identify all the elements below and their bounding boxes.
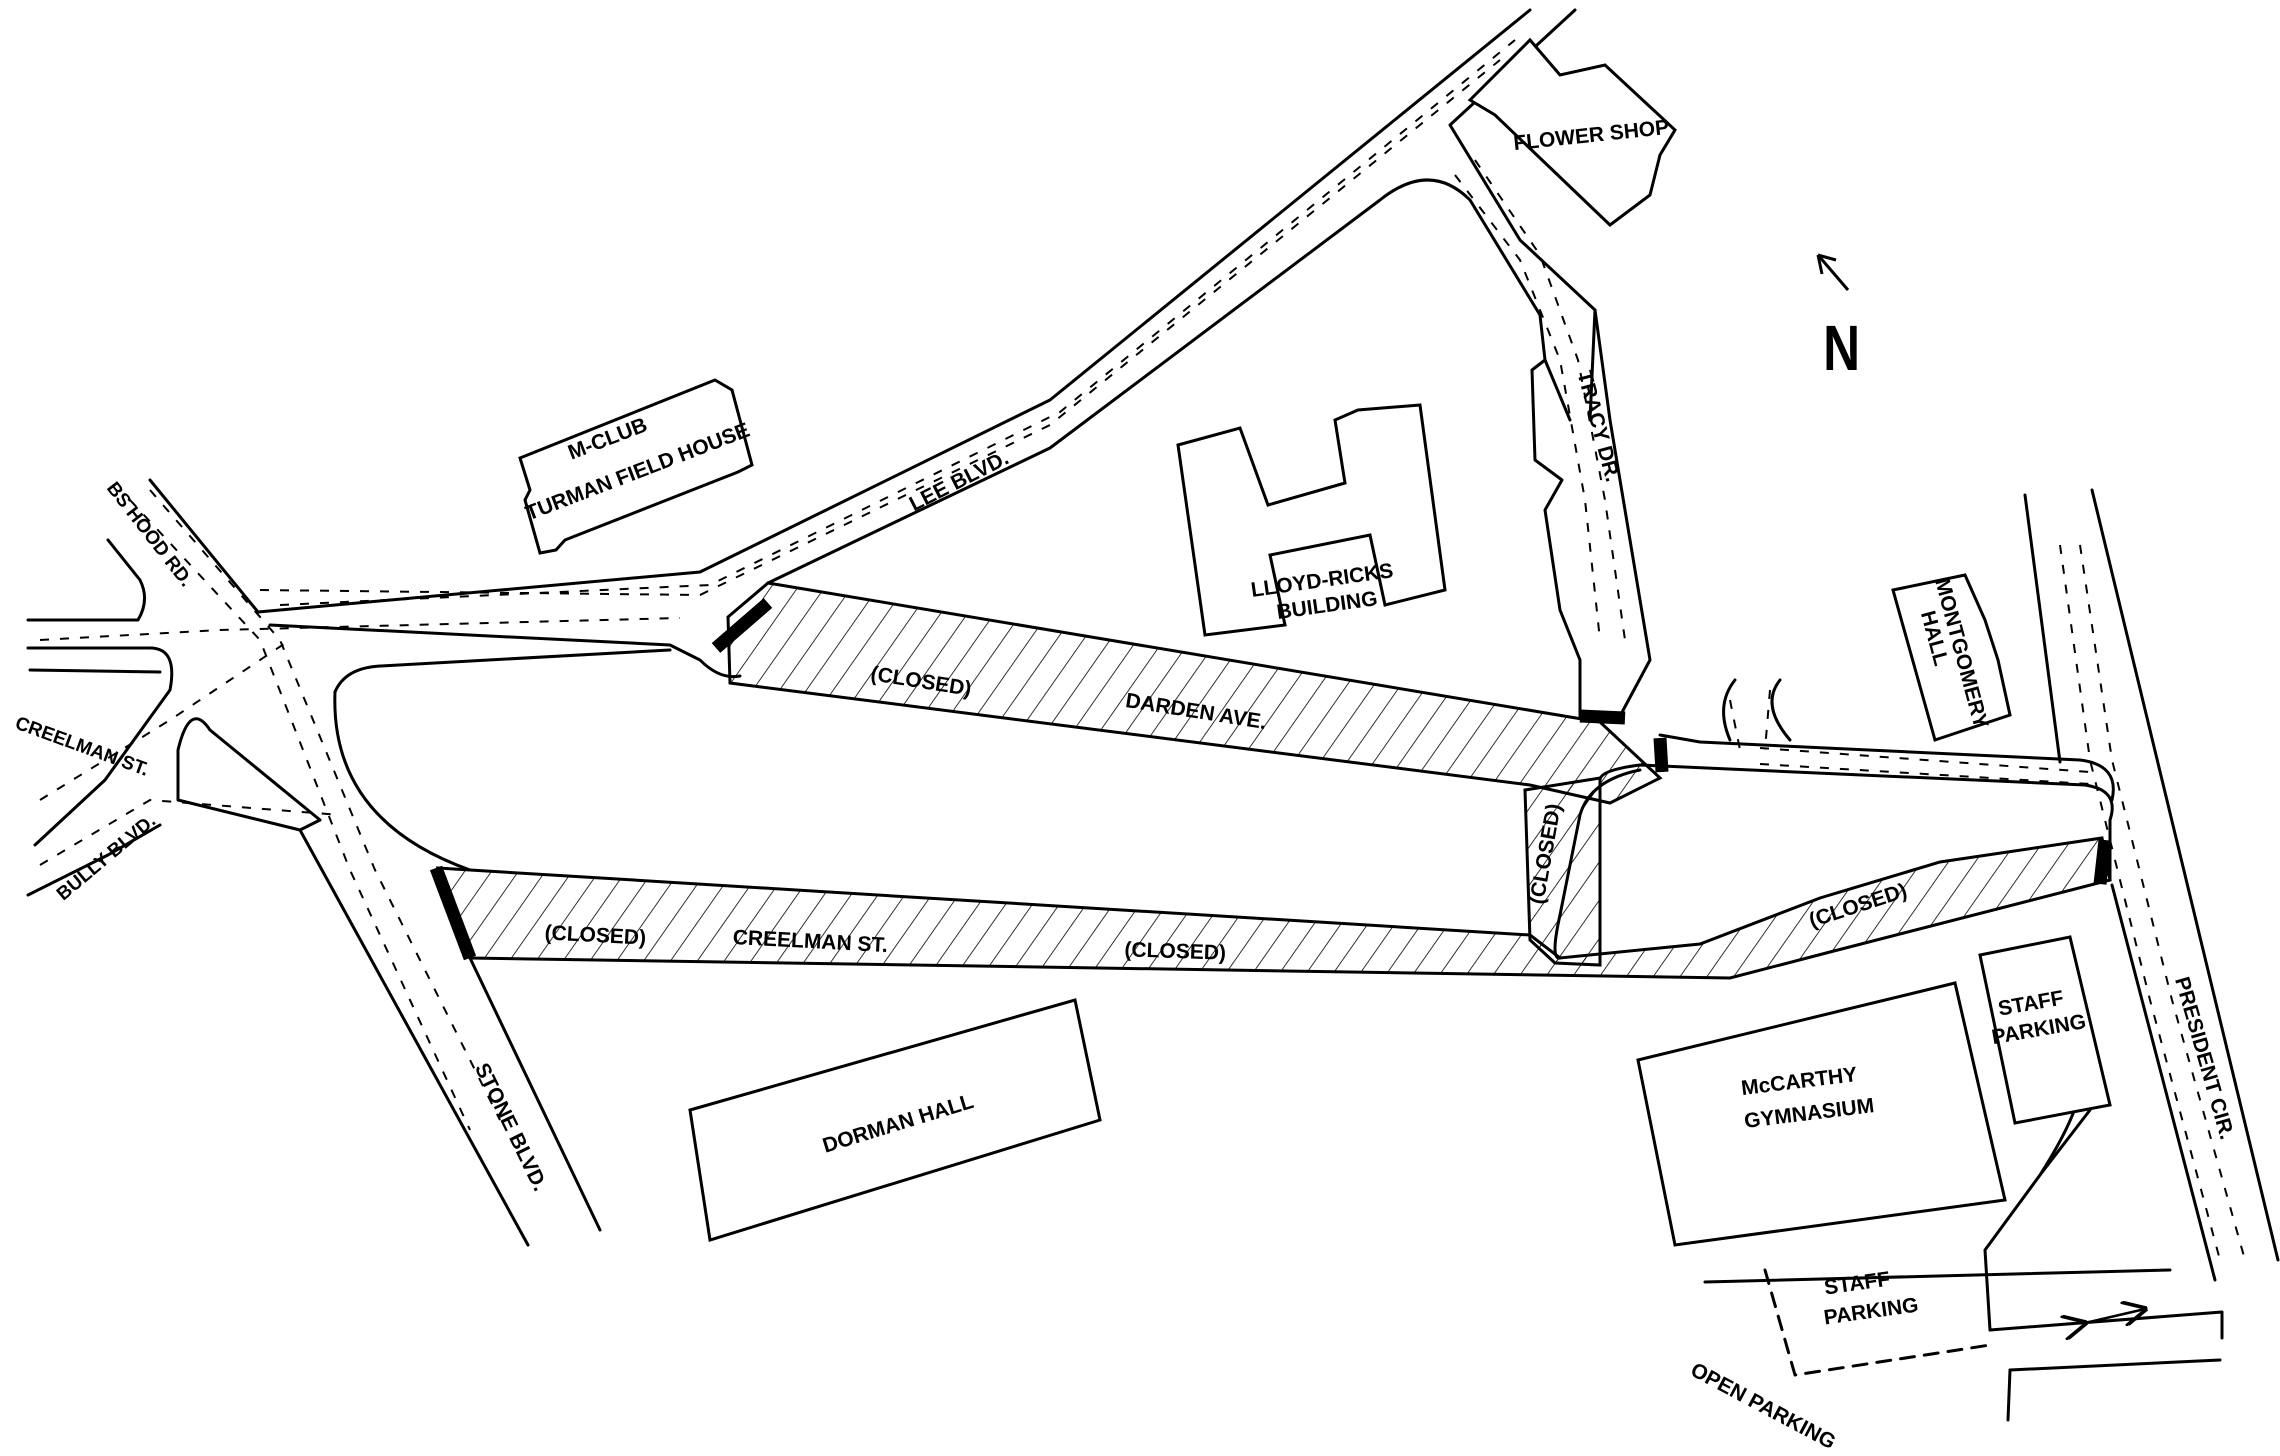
- north-compass: N: [1816, 253, 1860, 385]
- lloyd-ricks-building: [1176, 403, 1447, 637]
- bs-hood-rd-label: BS HOOD RD.: [102, 478, 197, 591]
- montgomery-hall-building: [1891, 573, 2012, 742]
- dorman-hall-building: [688, 998, 1102, 1242]
- compass-label: N: [1823, 314, 1860, 385]
- barrier-tracy-dr: [1579, 709, 1626, 725]
- barrier-darden-east: [1653, 737, 1669, 773]
- two-way-arrow: [2085, 1309, 2145, 1323]
- closed-darden-ave: [726, 581, 1663, 805]
- staff-parking-2-label-2: PARKING: [1822, 1294, 1920, 1330]
- buildings: [518, 37, 2112, 1247]
- bully-blvd-label: BULLY BLVD.: [53, 810, 160, 905]
- road-barriers: [429, 598, 2112, 961]
- closed-label-creelman-west: (CLOSED): [544, 921, 647, 949]
- m-club-building: [518, 378, 754, 555]
- tracy-dr-label: TRACY DR.: [1572, 368, 1624, 484]
- staff-parking-1-lot: [1978, 935, 2112, 1125]
- mccarthy-gymnasium-building: [1636, 981, 2007, 1247]
- closed-road-areas: [435, 581, 2112, 980]
- stone-blvd-label: STONE BLVD.: [470, 1060, 552, 1195]
- staff-parking-2-label-1: STAFF: [1823, 1268, 1892, 1300]
- closed-label-creelman-mid: (CLOSED): [1124, 938, 1226, 965]
- barrier-darden-west: [711, 598, 773, 653]
- north-arrow-icon: [1816, 254, 1850, 291]
- barrier-president-cir: [2093, 839, 2112, 885]
- north-arrowhead-icon: [1816, 253, 1837, 275]
- flower-shop-building: [1467, 37, 1677, 227]
- barrier-creelman-west: [429, 865, 477, 961]
- traffic-flow-lines: [39, 39, 2246, 1323]
- closed-creelman-st: [435, 836, 2112, 980]
